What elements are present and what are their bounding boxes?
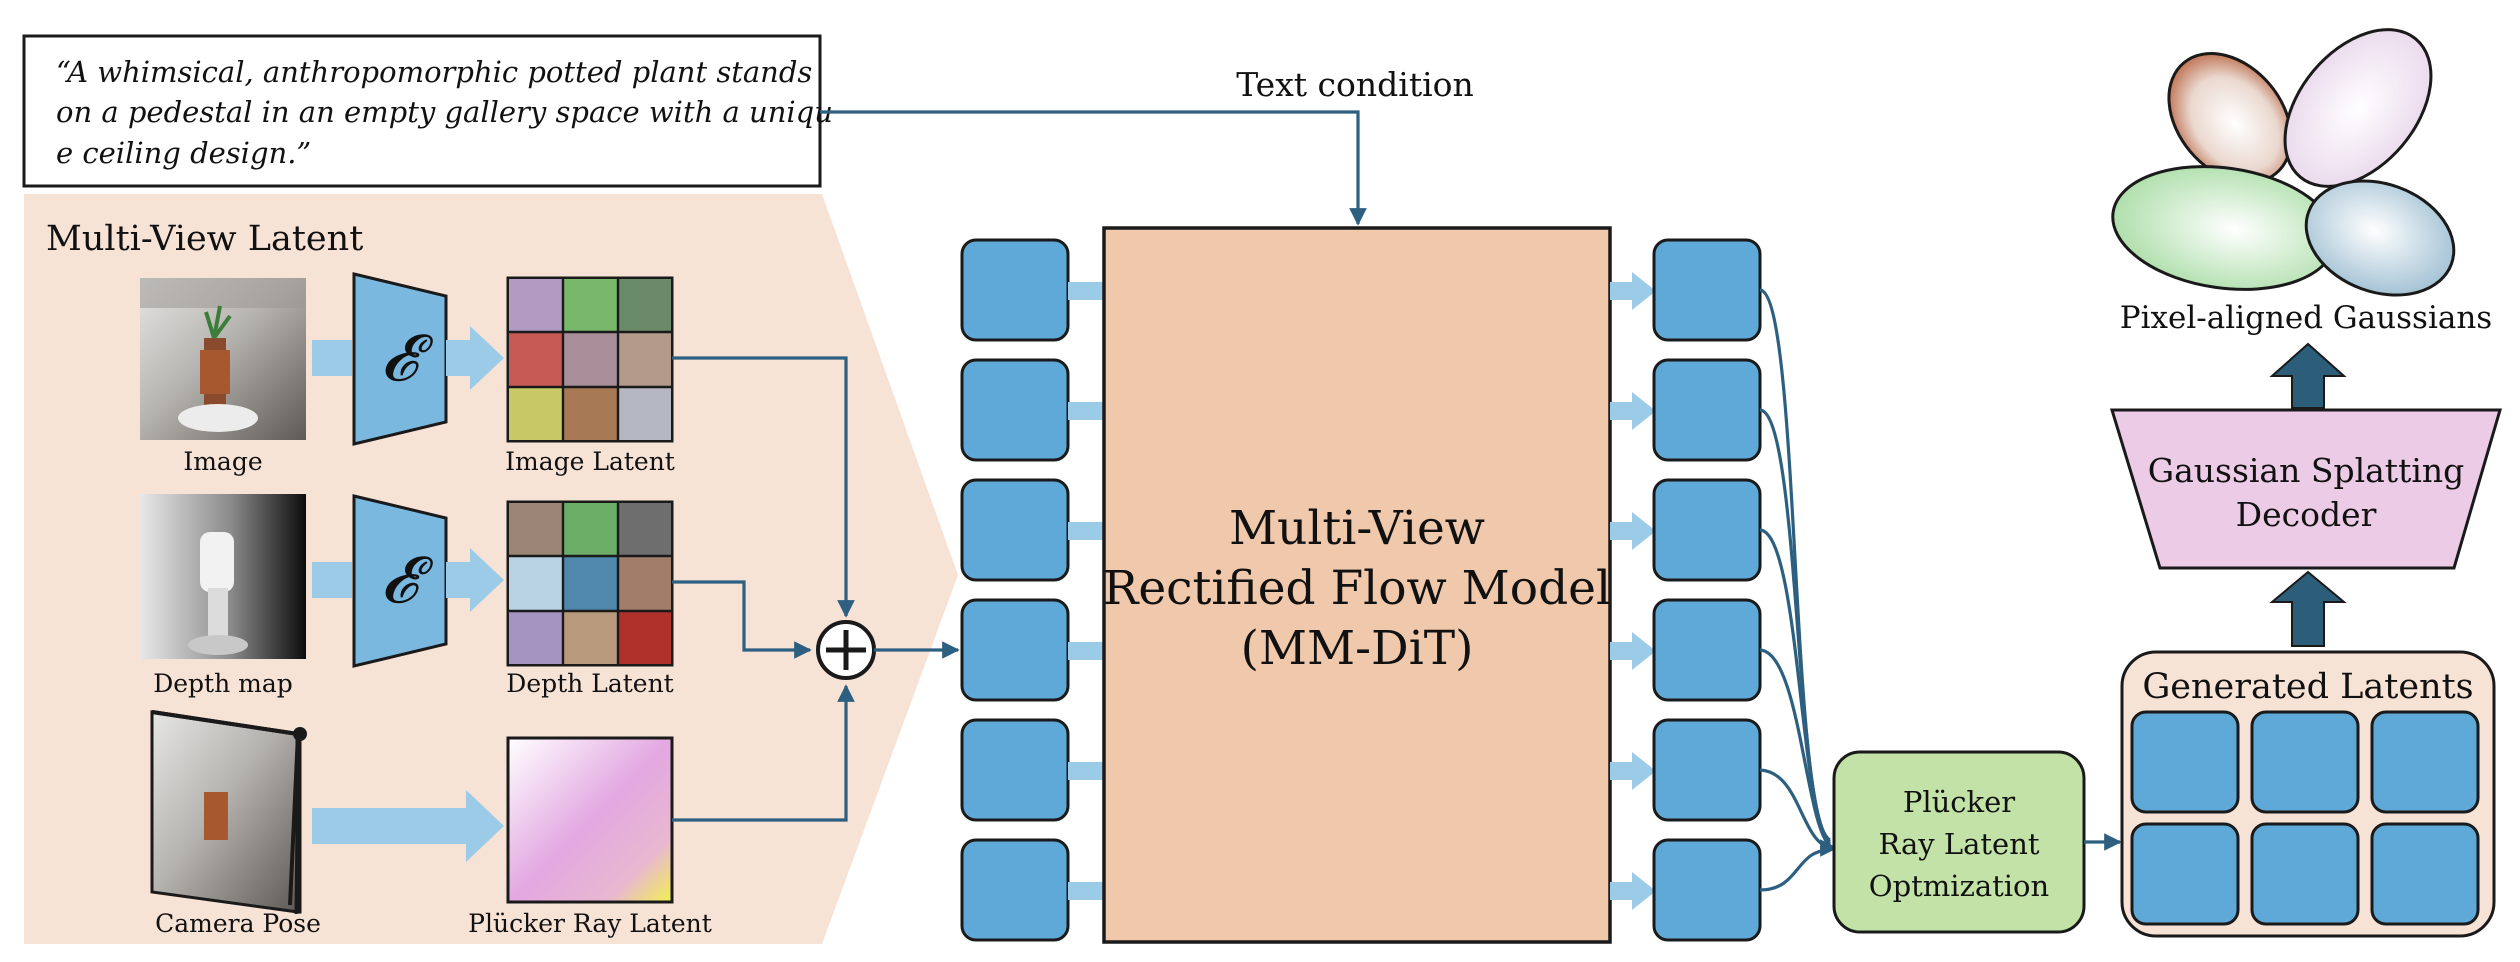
flow-model-line-1: Multi-View xyxy=(1229,501,1485,556)
pixel-aligned-gaussians-illustration xyxy=(2111,28,2456,297)
input-depth-map xyxy=(140,494,306,659)
generated-latent-token xyxy=(2370,822,2480,926)
decoder-line-2: Decoder xyxy=(2236,495,2377,534)
optimization-line-3: Optmization xyxy=(1869,869,2049,903)
encoder-to-latent-arrow xyxy=(446,326,504,390)
prompt-line-2: on a pedestal in an empty gallery space … xyxy=(56,95,833,129)
image-to-encoder-arrow-shaft xyxy=(312,340,352,376)
decoder-line-1: Gaussian Splatting xyxy=(2148,451,2465,490)
flow-model-line-3: (MM-DiT) xyxy=(1241,621,1474,676)
prompt-line-1: “A whimsical, anthropomorphic potted pla… xyxy=(56,55,812,89)
pixel-aligned-gaussians-label: Pixel-aligned Gaussians xyxy=(2120,300,2492,336)
input-token xyxy=(960,598,1070,702)
output-token xyxy=(1652,718,1762,822)
token-in-arrows xyxy=(1068,282,1104,900)
camera-to-plucker-arrow xyxy=(312,790,504,862)
flow-model-line-2: Rectified Flow Model xyxy=(1103,561,1611,616)
depth-to-encoder-arrow-shaft xyxy=(312,562,352,598)
depth-latent-grid xyxy=(506,500,674,667)
generated-latent-token xyxy=(2130,710,2240,814)
input-token xyxy=(960,358,1070,462)
input-token xyxy=(960,478,1070,582)
generated-latent-token xyxy=(2250,710,2360,814)
decoder-to-gaussians-arrow xyxy=(2269,342,2347,409)
text-prompt-box: “A whimsical, anthropomorphic potted pla… xyxy=(22,34,833,188)
depth-latent-connector xyxy=(672,580,812,659)
gaussian-splatting-decoder xyxy=(2109,408,2502,570)
camera-frustum-icon xyxy=(150,710,307,915)
text-condition-arrow xyxy=(820,110,1367,226)
output-token xyxy=(1652,358,1762,462)
prompt-line-3: e ceiling design.” xyxy=(56,136,311,170)
image-latent-grid xyxy=(506,276,674,443)
input-token xyxy=(960,838,1070,942)
token-out-arrows xyxy=(1610,272,1656,910)
image-latent-label: Image Latent xyxy=(505,447,675,476)
image-label: Image xyxy=(183,447,262,476)
plucker-ray-latent-square xyxy=(506,736,674,904)
generated-latent-token xyxy=(2370,710,2480,814)
plucker-ray-latent-label: Plücker Ray Latent xyxy=(468,909,712,938)
plus-circle-icon xyxy=(816,620,876,680)
plucker-latent-connector xyxy=(672,684,855,822)
multi-view-latent-title: Multi-View Latent xyxy=(46,219,363,259)
output-token-column xyxy=(1652,238,1762,942)
generated-latents-title: Generated Latents xyxy=(2142,667,2473,707)
output-token xyxy=(1652,838,1762,942)
output-token xyxy=(1652,238,1762,342)
encoder-to-depth-latent-arrow xyxy=(446,548,504,612)
encoder-trapezoid-icon: 𝓔 xyxy=(352,494,448,668)
rectified-flow-model-box xyxy=(1102,226,1612,944)
input-token-column xyxy=(960,238,1070,942)
optimization-line-1: Plücker xyxy=(1903,785,2015,819)
text-condition-label: Text condition xyxy=(1236,65,1474,104)
image-latent-connector xyxy=(672,356,855,618)
camera-pose-label: Camera Pose xyxy=(155,909,321,938)
optimization-line-2: Ray Latent xyxy=(1878,827,2039,861)
output-token xyxy=(1652,478,1762,582)
generated-latent-token xyxy=(2250,822,2360,926)
latents-to-decoder-arrow xyxy=(2269,570,2347,647)
output-token xyxy=(1652,598,1762,702)
input-token xyxy=(960,238,1070,342)
input-image xyxy=(140,278,306,440)
input-token xyxy=(960,718,1070,822)
generated-latent-grid xyxy=(2130,710,2480,926)
depth-latent-label: Depth Latent xyxy=(506,669,673,698)
generated-latent-token xyxy=(2130,822,2240,926)
depth-map-label: Depth map xyxy=(153,669,293,698)
encoder-trapezoid-icon: 𝓔 xyxy=(352,272,448,446)
token-to-optimization-curves xyxy=(1759,288,1838,892)
